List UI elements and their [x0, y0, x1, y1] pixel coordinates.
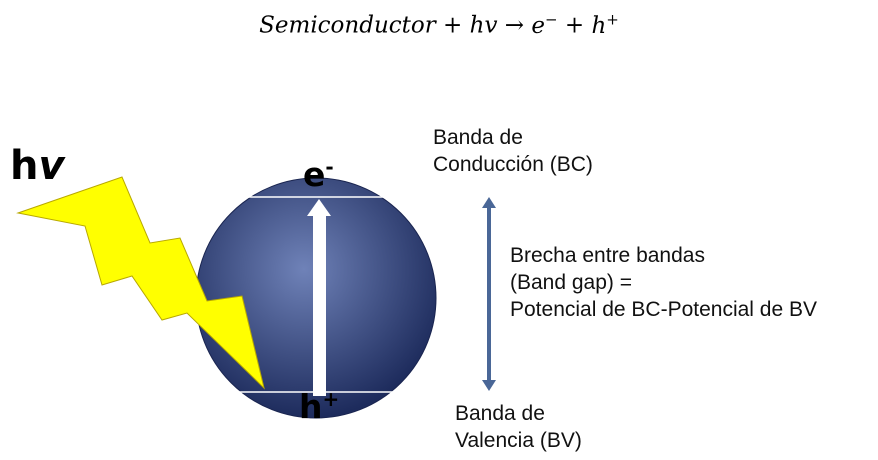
reaction-equation: Semiconductor + hv → e− + h+ — [0, 10, 878, 39]
equation-hole: h+ — [591, 10, 619, 39]
equation-plus-2: + — [564, 12, 585, 39]
equation-electron: e− — [531, 10, 558, 39]
band-gap-label: Brecha entre bandas (Band gap) = Potenci… — [510, 244, 818, 321]
equation-semiconductor: Semiconductor — [259, 12, 436, 39]
band-gap-arrow — [482, 197, 496, 391]
conduction-band-label: Banda de Conducción (BC) — [433, 126, 593, 176]
electron-label: e- — [303, 155, 334, 194]
photon-energy-label: hv — [10, 143, 65, 189]
hole-label: h+ — [299, 387, 340, 426]
equation-arrow: → — [504, 12, 525, 39]
equation-hv: hv — [469, 12, 498, 39]
lightning-bolt-icon — [16, 176, 265, 390]
excitation-arrow — [307, 199, 331, 396]
valence-band-label: Banda de Valencia (BV) — [455, 402, 582, 452]
equation-plus-1: + — [443, 12, 463, 39]
